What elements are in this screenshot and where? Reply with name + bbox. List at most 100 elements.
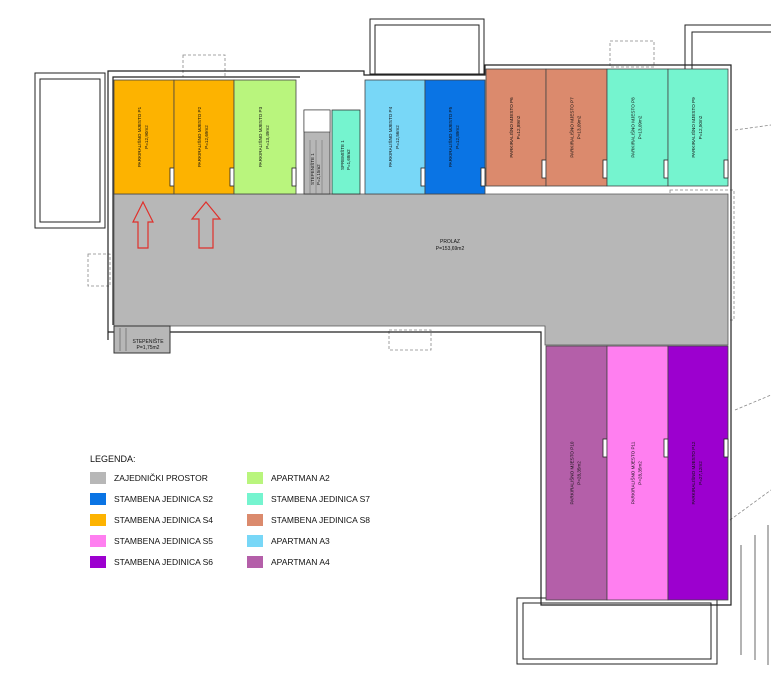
spremiste-1-name: SPREMIŠTE 1 bbox=[339, 140, 345, 170]
parking-spot-p11-door-marker bbox=[663, 438, 669, 458]
legend-item: APARTMAN A4 bbox=[247, 555, 330, 569]
legend-swatch bbox=[90, 472, 106, 484]
legend-label: APARTMAN A4 bbox=[271, 557, 330, 567]
legend-item: STAMBENA JEDINICA S4 bbox=[90, 513, 213, 527]
parking-spot-p11-name: PARKIRALIŠNO MJESTO P11 bbox=[630, 441, 636, 504]
parking-spot-p5-area: P=12,89m2 bbox=[455, 125, 460, 149]
legend-item: STAMBENA JEDINICA S8 bbox=[247, 513, 370, 527]
parking-spot-p12-floor bbox=[667, 345, 729, 601]
legend-swatch bbox=[247, 493, 263, 505]
legend-label: STAMBENA JEDINICA S4 bbox=[114, 515, 214, 525]
parking-spot-p12-name: PARKIRALIŠNO MJESTO P12 bbox=[690, 441, 696, 504]
parking-spot-p5-floor bbox=[424, 79, 486, 195]
stair-1-name: STEPENIŠTE 1 bbox=[309, 153, 315, 185]
parking-spot-p5-door-marker bbox=[480, 167, 486, 187]
legend-label: STAMBENA JEDINICA S8 bbox=[271, 515, 371, 525]
legend-swatch bbox=[247, 556, 263, 568]
legend-swatch bbox=[247, 514, 263, 526]
parking-spot-p9-door-marker bbox=[723, 159, 729, 179]
parking-spot-p7-name: PARKIRALIŠNO MJESTO P7 bbox=[569, 97, 575, 158]
bottom-balcony bbox=[516, 597, 718, 665]
parking-spot-p6-name: PARKIRALIŠNO MJESTO P6 bbox=[508, 97, 514, 158]
legend-item: APARTMAN A2 bbox=[247, 471, 330, 485]
legend-title: LEGENDA: bbox=[90, 454, 136, 464]
parking-spot-p2-floor bbox=[173, 79, 235, 195]
parking-spot-p3-area: P=13,49m2 bbox=[265, 125, 270, 149]
parking-spot-p8-floor bbox=[606, 68, 669, 187]
dashed-line-right-1 bbox=[734, 124, 771, 131]
parking-spot-p11-area: P=28,35m2 bbox=[638, 461, 643, 485]
parking-spot-p1-door-marker bbox=[169, 167, 175, 187]
legend-swatch bbox=[90, 556, 106, 568]
bottom-balcony-inner bbox=[522, 602, 712, 660]
parking-spot-p4-floor bbox=[364, 79, 426, 195]
arrow-up-1 bbox=[132, 200, 154, 249]
dashed-window-left bbox=[87, 253, 111, 287]
stair-1: STEPENIŠTE 1 P=2,15m2 bbox=[303, 109, 331, 195]
parking-spot-p4-name: PARKIRALIŠNO MJESTO P4 bbox=[387, 106, 393, 167]
parking-spot-p2-name: PARKIRALIŠNO MJESTO P2 bbox=[196, 106, 202, 167]
parking-spot-p6-door-marker bbox=[541, 159, 547, 179]
legend-item: STAMBENA JEDINICA S6 bbox=[90, 555, 213, 569]
spremiste-1: SPREMIŠTE 1 P=1,68m2 bbox=[331, 109, 361, 195]
parking-spot-p6-area: P=12,89m2 bbox=[516, 115, 521, 139]
stepeniste-name: STEPENIŠTE bbox=[132, 338, 164, 345]
legend-label: STAMBENA JEDINICA S2 bbox=[114, 494, 214, 504]
left-balcony bbox=[34, 72, 106, 229]
parking-spot-p10-door-marker bbox=[602, 438, 608, 458]
dashed-window-top-right bbox=[609, 40, 655, 68]
stepeniste-area: STEPENIŠTE P=1,75m2 bbox=[113, 325, 171, 354]
spremiste-1-floor bbox=[331, 109, 361, 195]
legend-label: STAMBENA JEDINICA S6 bbox=[114, 557, 214, 567]
dashed-window-top-left bbox=[182, 54, 226, 78]
parking-spot-p2-area: P=12,69m2 bbox=[204, 125, 209, 149]
parking-spot-p4-area: P=12,56m2 bbox=[395, 125, 400, 149]
legend-label: APARTMAN A3 bbox=[271, 536, 330, 546]
legend-label: STAMBENA JEDINICA S7 bbox=[271, 494, 371, 504]
parking-spot-p7-door-marker bbox=[602, 159, 608, 179]
legend: LEGENDA: ZAJEDNIČKI PROSTOR STAMBENA JEDI… bbox=[90, 454, 390, 584]
prolaz-floor bbox=[113, 193, 729, 346]
prolaz-name: PROLAZ bbox=[440, 239, 460, 245]
top-balcony-inner bbox=[374, 24, 480, 75]
stair-1-landing bbox=[303, 109, 331, 133]
parking-spot-p8-area: P=13,09m2 bbox=[638, 115, 643, 139]
parking-spot-p8-door-marker bbox=[663, 159, 669, 179]
exterior-wall bbox=[107, 64, 732, 606]
left-balcony-inner bbox=[39, 78, 101, 223]
arrows bbox=[132, 200, 222, 249]
arrow-up-2 bbox=[190, 201, 222, 249]
legend-item: STAMBENA JEDINICA S5 bbox=[90, 534, 213, 548]
parking-spot-p6-floor bbox=[485, 68, 547, 187]
parking-spot-p3-name: PARKIRALIŠNO MJESTO P3 bbox=[257, 106, 263, 167]
prolaz-area: PROLAZ P=153,69m2 bbox=[113, 193, 729, 346]
parking-spot-p1-floor bbox=[113, 79, 175, 195]
top-right-wall bbox=[684, 24, 771, 73]
parking-spot-p3-floor bbox=[233, 79, 297, 195]
spremiste-1-area: P=1,68m2 bbox=[346, 149, 351, 170]
top-balcony bbox=[369, 18, 485, 75]
outer-structure bbox=[34, 18, 771, 665]
legend-swatch bbox=[90, 514, 106, 526]
right-edge-lines bbox=[740, 525, 769, 665]
parking-spot-p1-area: P=12,90m2 bbox=[144, 125, 149, 149]
legend-item: STAMBENA JEDINICA S7 bbox=[247, 492, 370, 506]
parking-spot-p9-name: PARKIRALIŠNO MJESTO P9 bbox=[690, 97, 696, 158]
parking-spot-p7-area: P=13,09m2 bbox=[577, 115, 582, 139]
parking-spot-p4-door-marker bbox=[420, 167, 426, 187]
exterior-wall-inner bbox=[112, 76, 300, 325]
legend-item: ZAJEDNIČKI PROSTOR bbox=[90, 471, 208, 485]
parking-spot-p10-area: P=28,35m2 bbox=[577, 461, 582, 485]
legend-item: STAMBENA JEDINICA S2 bbox=[90, 492, 213, 506]
